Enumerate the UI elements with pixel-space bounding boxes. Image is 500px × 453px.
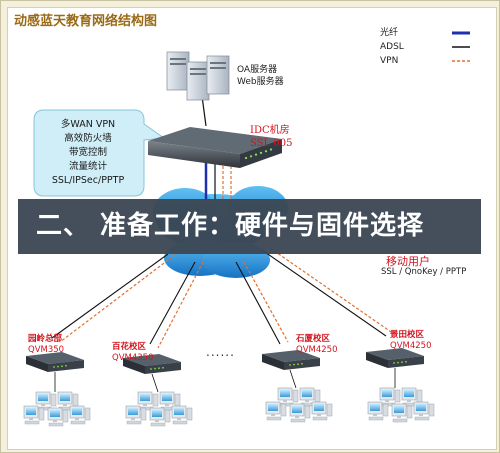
- section-banner-text: 二、 准备工作：硬件与固件选择: [36, 211, 425, 241]
- feature-list: 多WAN VPN 高效防火墙 带宽控制 流量统计 SSL/IPSec/PPTP: [34, 110, 142, 196]
- site-label-baihua: 百花校区 QVM4350: [112, 342, 154, 363]
- server-stack-icon: [166, 51, 230, 101]
- lan-links: [54, 368, 396, 393]
- feature-callout-bubble: [33, 109, 166, 197]
- branch-links: [51, 247, 395, 349]
- feature-item: 带宽控制: [68, 147, 107, 158]
- legend-item-fiber: 光纤: [380, 28, 399, 38]
- pc-cluster-icon: [367, 387, 435, 423]
- feature-item: 高效防火墙: [64, 133, 112, 144]
- feature-item: SSL/IPSec/PPTP: [51, 175, 125, 186]
- mobile-user-label: 移动用户: [386, 255, 430, 268]
- legend-item-vpn: VPN: [380, 56, 399, 66]
- section-banner: 二、 准备工作：硬件与固件选择: [18, 199, 481, 254]
- diagram-title: 动感蓝天教育网络结构图: [14, 14, 158, 29]
- idc-label: IDC机房 SSL 005: [250, 125, 293, 149]
- core-router-icon: [148, 127, 282, 168]
- legend: 光纤 ADSL VPN: [380, 26, 480, 68]
- pc-cluster-icon: [23, 391, 91, 427]
- site-label-shixia: 石厦校区 QVM4250: [296, 334, 338, 355]
- feature-item: 流量统计: [68, 161, 107, 172]
- pc-cluster-icon: [125, 391, 193, 427]
- more-sites-ellipsis: ......: [206, 345, 235, 359]
- server-label: OA服务器 Web服务器: [237, 65, 284, 87]
- mobile-user-protocols: SSL / QnoKey / PPTP: [381, 267, 467, 277]
- legend-item-adsl: ADSL: [380, 42, 404, 52]
- legend-swatches: [452, 31, 470, 62]
- site-label-jingtian: 景田校区 QVM4250: [390, 330, 432, 351]
- site-label-yuanling: 园岭总部 QVM350: [28, 334, 65, 355]
- feature-item: 多WAN VPN: [60, 119, 116, 130]
- pc-cluster-icon: [265, 387, 333, 423]
